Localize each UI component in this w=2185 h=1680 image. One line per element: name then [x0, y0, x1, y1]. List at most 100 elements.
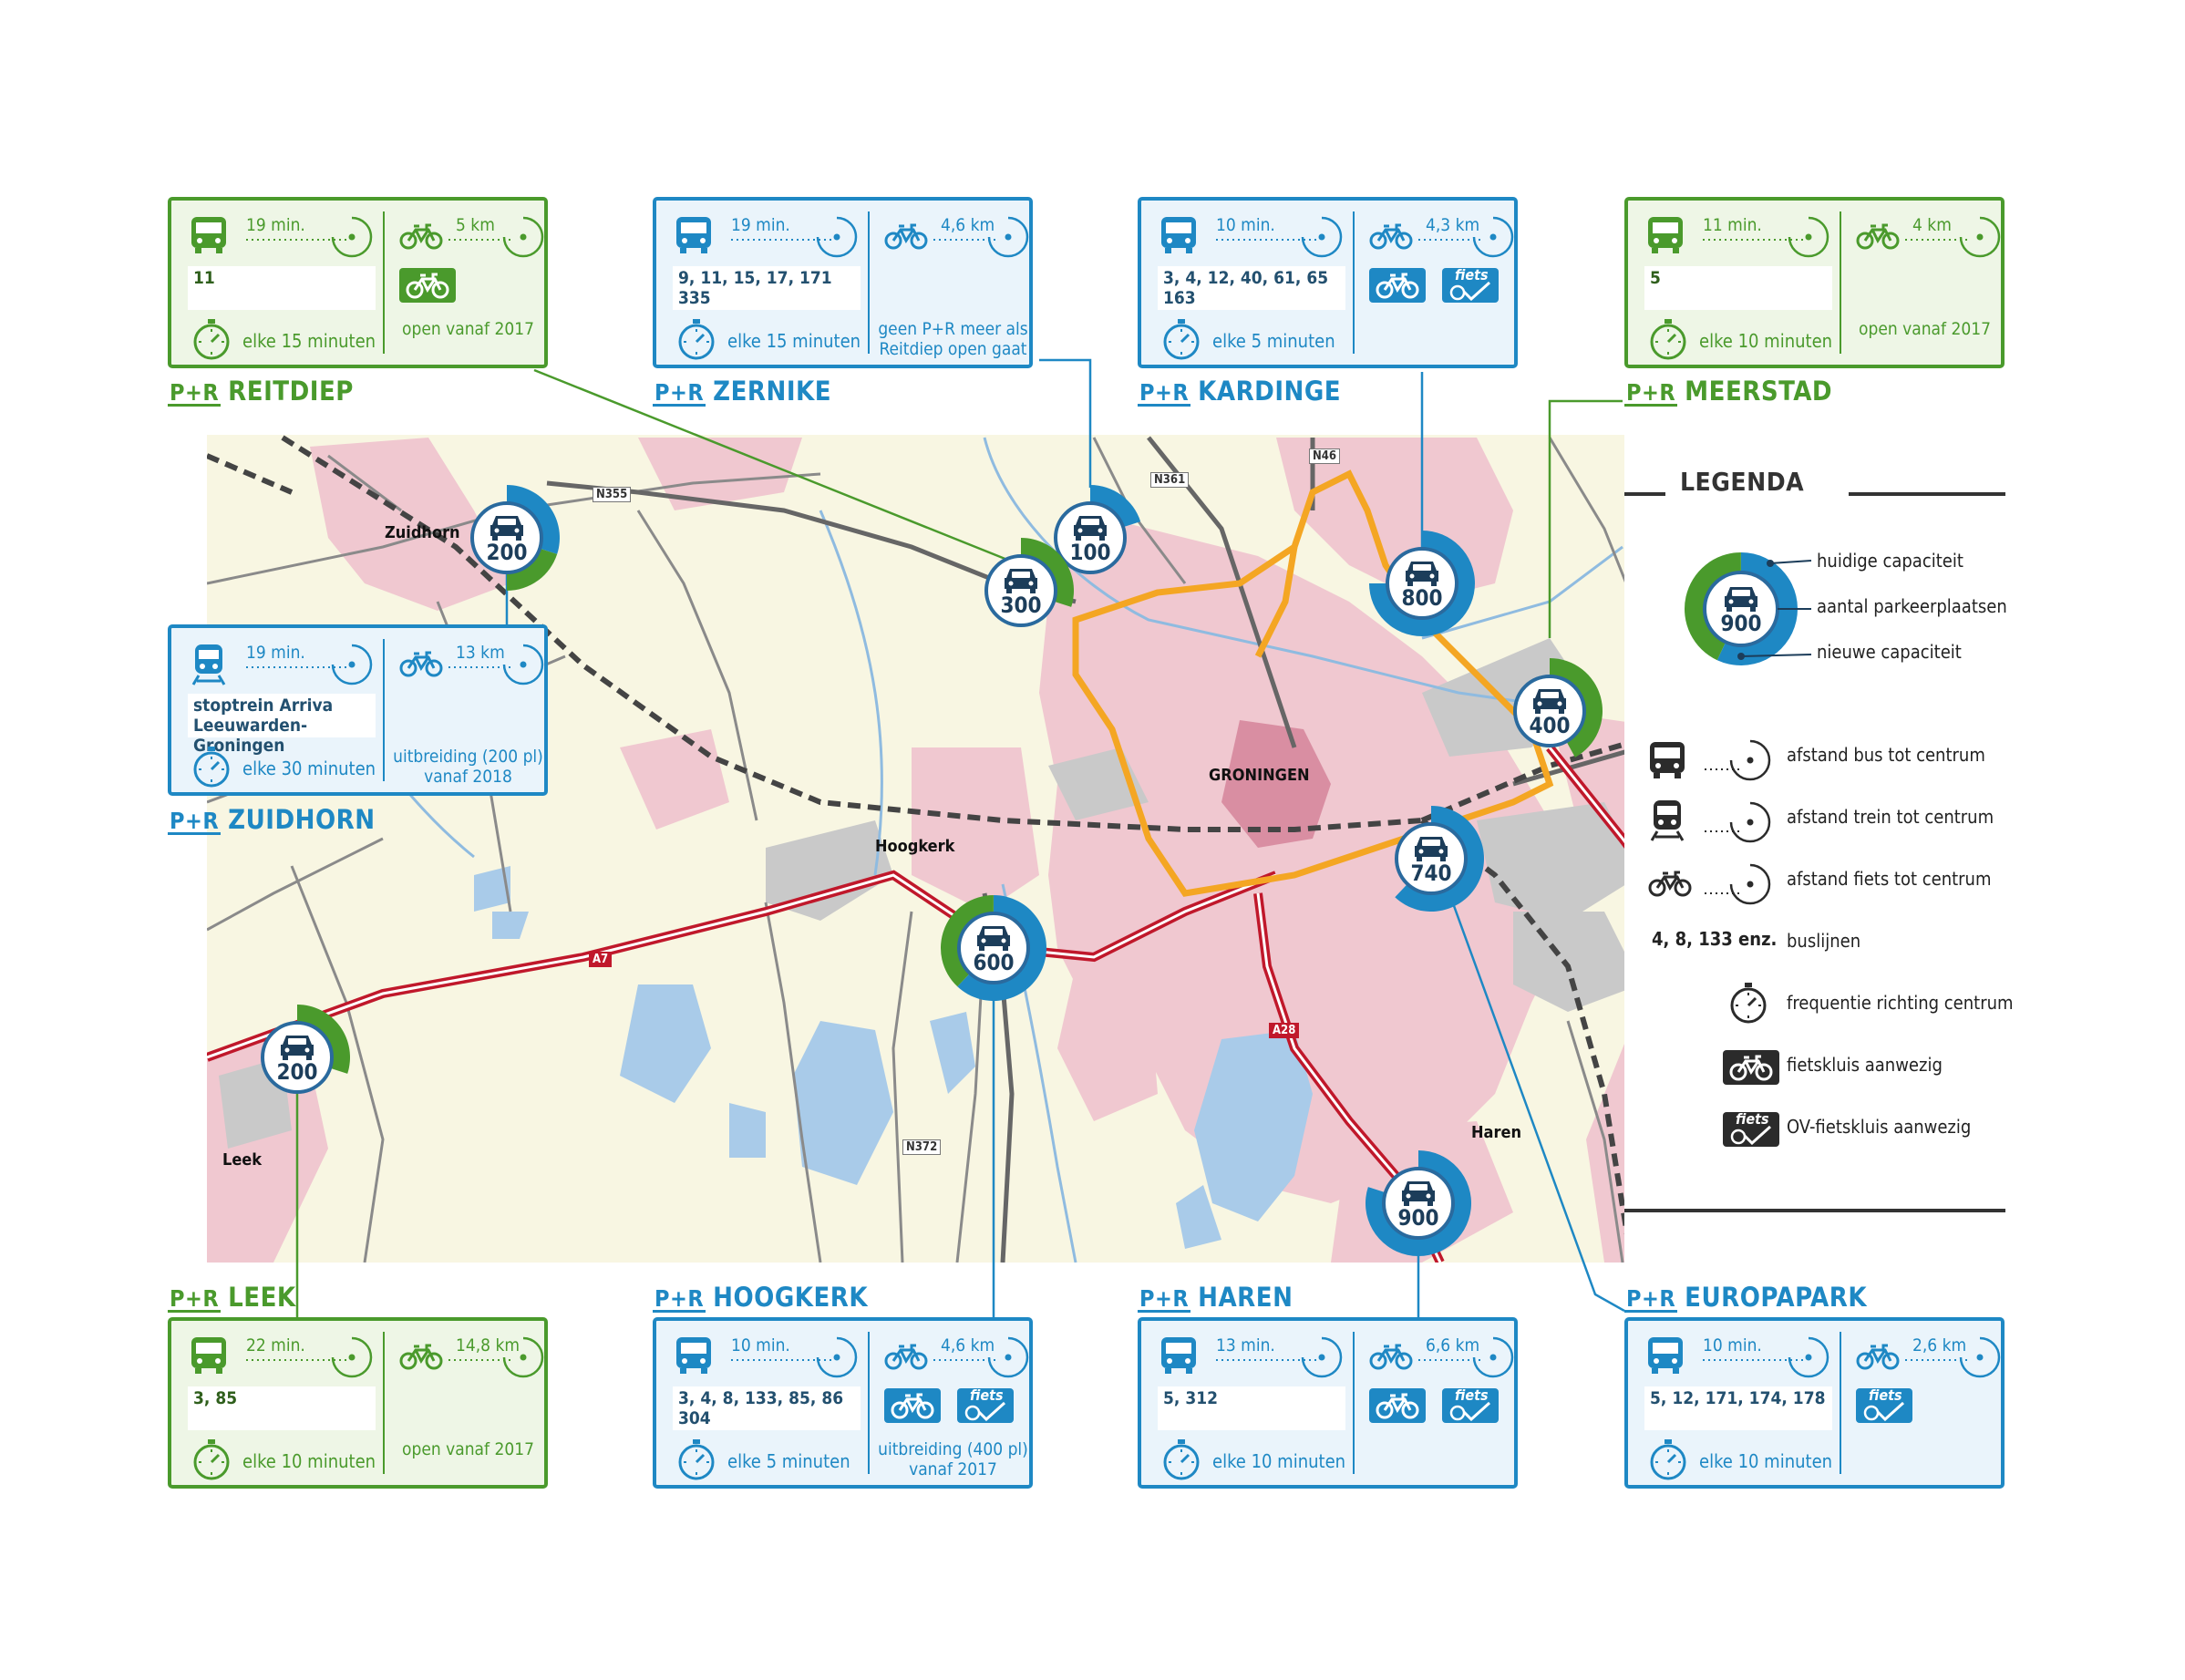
- car-icon: [1406, 562, 1438, 586]
- card-europapark[interactable]: 10 min. 5, 12, 171, 174, 178 elke 10 min…: [1624, 1317, 2005, 1489]
- card-divider: [1840, 1332, 1841, 1474]
- card-zernike[interactable]: 19 min. 9, 11, 15, 17, 171 335 elke 15 m…: [653, 197, 1033, 368]
- bus-time: 13 min.: [1216, 1335, 1275, 1355]
- pr-logo: P+R: [653, 379, 706, 407]
- card-divider: [383, 211, 385, 354]
- legend-dial-icon: [1728, 800, 1772, 848]
- card-hoogkerk[interactable]: 10 min. 3, 4, 8, 133, 85, 86 304 elke 5 …: [653, 1317, 1033, 1489]
- card-divider: [1353, 1332, 1355, 1474]
- distance-dial-icon: [1729, 739, 1771, 781]
- bus-time: 10 min.: [731, 1335, 790, 1355]
- legend-bus-distance: afstand bus tot centrum: [1787, 744, 1985, 766]
- road-label-n372: N372: [902, 1139, 942, 1155]
- distance-dial-icon: [331, 216, 373, 258]
- card-divider: [383, 639, 385, 781]
- pr-marker-reitdiep[interactable]: 300: [984, 538, 1074, 627]
- card-reitdiep[interactable]: 19 min. 11 elke 15 minuten 5 km open van…: [168, 197, 548, 368]
- legend-ov-locker-badge: fiets: [1723, 1110, 1779, 1147]
- road-label-n361: N361: [1150, 472, 1190, 488]
- legend-current-capacity: huidige capaciteit: [1817, 550, 1963, 572]
- bicycle-icon: [399, 1344, 443, 1370]
- card-leek[interactable]: 22 min. 3, 85 elke 10 minuten 14,8 km op…: [168, 1317, 548, 1489]
- pr-marker-zernike[interactable]: 100: [1054, 485, 1141, 574]
- location-name: HOOGKERK: [713, 1282, 869, 1313]
- stopwatch-icon: [1163, 319, 1200, 360]
- distance-dial-icon: [1472, 216, 1514, 258]
- pr-marker-europapark[interactable]: 740: [1395, 806, 1484, 912]
- car-icon: [281, 1036, 314, 1060]
- bicycle-icon: [1648, 871, 1692, 897]
- stopwatch-icon: [1730, 983, 1767, 1024]
- ov-bike-locker-badge: fiets: [1856, 1386, 1912, 1423]
- card-kardinge[interactable]: 10 min. 3, 4, 12, 40, 61, 65 163 elke 5 …: [1138, 197, 1518, 368]
- city-label-groningen: GRONINGEN: [1209, 766, 1310, 785]
- legend-row-icon: [1648, 740, 1686, 784]
- bike-distance: 6,6 km: [1426, 1335, 1480, 1355]
- bike-note: open vanaf 2017: [1859, 319, 1991, 339]
- road-label-a28: A28: [1269, 1023, 1300, 1038]
- dotted-leader: [731, 1359, 831, 1361]
- pr-marker-leek[interactable]: 200: [261, 1005, 350, 1094]
- frequency-text: elke 10 minuten: [1699, 1450, 1833, 1472]
- pr-logo: P+R: [1624, 379, 1678, 407]
- bus-time: 19 min.: [246, 215, 305, 235]
- pr-marker-haren[interactable]: 900: [1366, 1150, 1471, 1256]
- meerstad-connector: [1548, 399, 1623, 638]
- distance-dial-icon: [1729, 863, 1771, 905]
- new-capacity-arc: [941, 895, 994, 987]
- ov-bicycle-check-icon: [1863, 1401, 1905, 1421]
- bike-column: 14,8 km open vanaf 2017: [385, 1321, 544, 1485]
- current-capacity-arc: [1090, 485, 1141, 528]
- ov-bicycle-check-icon: [1449, 281, 1491, 301]
- bus-icon: [191, 1337, 226, 1374]
- pr-marker-kardinge[interactable]: 800: [1369, 531, 1475, 636]
- legend-row-icon: [1648, 799, 1686, 846]
- pr-marker-meerstad[interactable]: 400: [1513, 658, 1603, 758]
- legend-marker: [1725, 587, 1757, 612]
- dotted-leader: [246, 666, 346, 668]
- legend-new-capacity: nieuwe capaciteit: [1817, 641, 1962, 663]
- pr-marker-hoogkerk[interactable]: 600: [941, 895, 1046, 1001]
- legend-parking-spaces: aantal parkeerplaatsen: [1817, 595, 2007, 617]
- location-name: HAREN: [1198, 1282, 1293, 1313]
- marker-value: 200: [486, 540, 527, 565]
- road-label-n46: N46: [1309, 448, 1341, 464]
- legend-rule-left: [1624, 492, 1665, 496]
- legend-rule-right: [1849, 492, 2005, 496]
- distance-dial-icon: [1472, 1336, 1514, 1378]
- location-name: MEERSTAD: [1685, 376, 1833, 407]
- new-capacity-arc: [1021, 538, 1074, 607]
- distance-dial-icon: [1729, 801, 1771, 843]
- card-zuidhorn[interactable]: 19 min. stoptrein Arriva Leeuwarden-Gron…: [168, 624, 548, 796]
- stopwatch-icon: [1650, 319, 1686, 360]
- ov-fiets-label: fiets: [1455, 1386, 1489, 1404]
- bus-lines: 3, 4, 8, 133, 85, 86 304: [673, 1386, 861, 1430]
- bike-locker-badge: [1369, 268, 1426, 303]
- town-label-zuidhorn: Zuidhorn: [385, 523, 460, 542]
- bus-lines: 11: [188, 266, 376, 310]
- car-icon: [1074, 516, 1107, 541]
- distance-dial-icon: [331, 644, 373, 685]
- card-meerstad[interactable]: 11 min. 5 elke 10 minuten 4 km open vana…: [1624, 197, 2005, 368]
- current-capacity-arc: [957, 895, 1046, 1001]
- bus-time: 10 min.: [1703, 1335, 1762, 1355]
- pr-marker-zuidhorn[interactable]: 200: [470, 485, 560, 591]
- europapark-connector: [1448, 892, 1625, 1313]
- ov-fiets-label: fiets: [1455, 266, 1489, 283]
- car-icon: [1725, 587, 1757, 612]
- dotted-leader: [246, 1359, 346, 1361]
- dotted-leader: [731, 239, 831, 241]
- bus-icon: [1648, 217, 1683, 253]
- bike-note: uitbreiding (400 pl) vanaf 2017: [878, 1439, 1028, 1479]
- distance-dial-icon: [502, 644, 544, 685]
- legend-row-icon: [1648, 870, 1692, 901]
- bus-lines: 5, 12, 171, 174, 178: [1644, 1386, 1832, 1430]
- ov-fiets-label: fiets: [1736, 1110, 1769, 1128]
- card-haren[interactable]: 13 min. 5, 312 elke 10 minuten 6,6 km fi…: [1138, 1317, 1518, 1489]
- ov-bicycle-check-icon: [964, 1401, 1006, 1421]
- car-icon: [490, 516, 523, 541]
- location-name: REITDIEP: [228, 376, 354, 407]
- stopwatch-icon: [678, 1439, 715, 1480]
- city-centre: [1221, 720, 1331, 848]
